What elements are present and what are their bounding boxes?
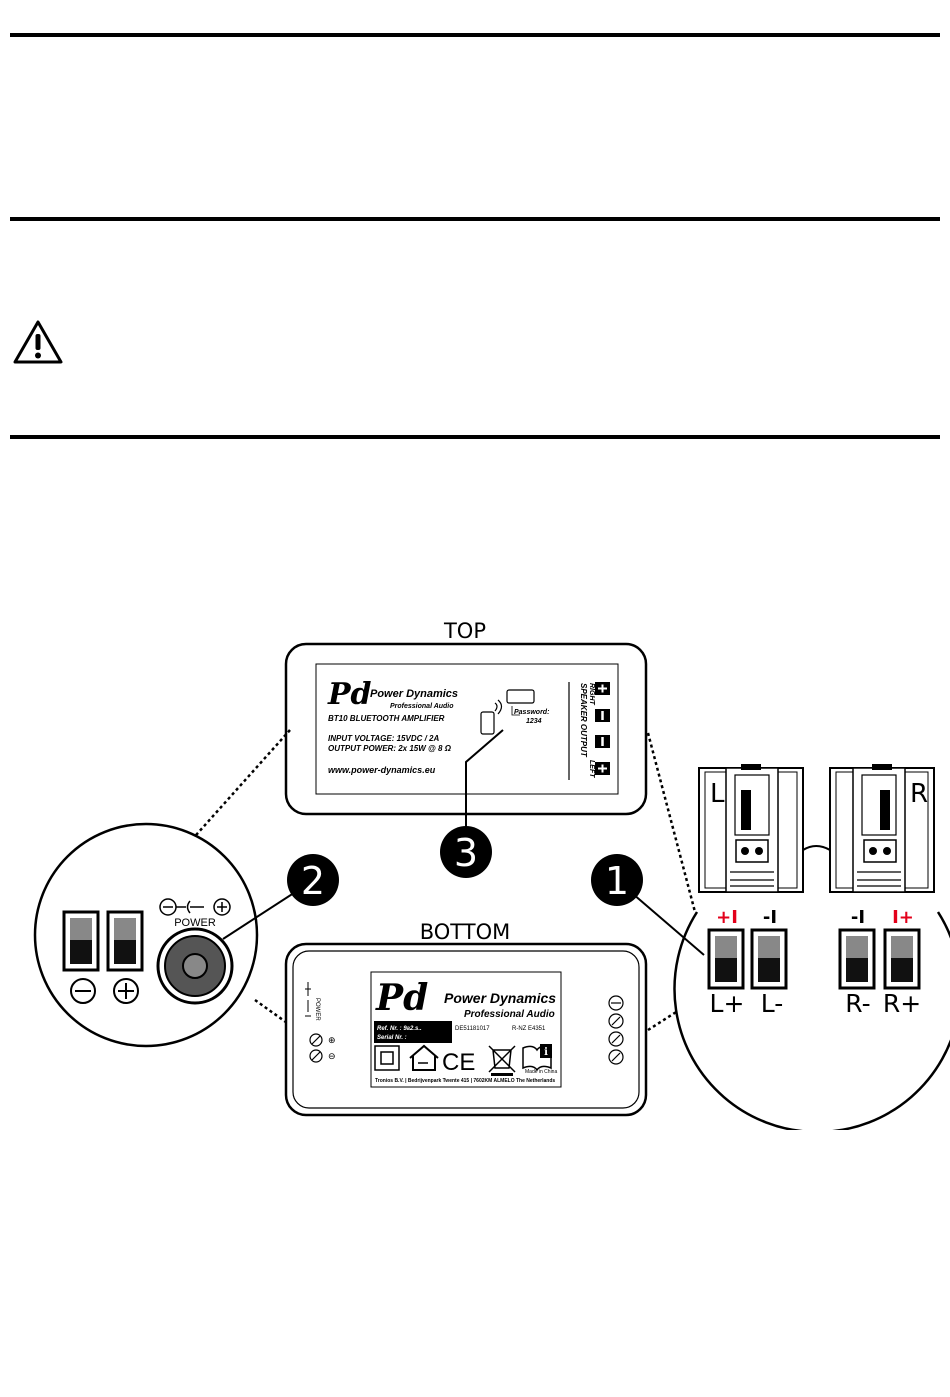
password-label: Password:	[514, 709, 549, 716]
callout-3	[440, 826, 492, 878]
terminal-l-minus	[750, 928, 788, 990]
top-plus-icon	[595, 682, 610, 695]
terminal-l-plus	[707, 928, 745, 990]
left-label: LEFT	[588, 760, 595, 778]
wiring-diagram: TOP Pd Power Dynamics Professional Audio…	[33, 619, 950, 1130]
button-icon	[506, 689, 535, 704]
address-label: Tronios B.V. | Bedrijvenpark Twente 415 …	[375, 1078, 555, 1084]
top-input-voltage: INPUT VOLTAGE: 15VDC / 2A	[328, 734, 439, 743]
screw-icon	[608, 1031, 624, 1047]
screw-icon	[608, 1013, 624, 1029]
r-plus-top-label: I+	[892, 907, 914, 928]
top-minus-icon	[595, 735, 610, 748]
rinz-label: R-NZ E4351	[512, 1026, 546, 1032]
bottom-brand: Power Dynamics	[444, 990, 556, 1006]
callout-1-label: 1	[605, 859, 629, 903]
svg-text:i: i	[544, 1047, 548, 1058]
top-output-power: OUTPUT POWER: 2x 15W @ 8 Ω	[328, 744, 452, 753]
right-label: RIGHT	[588, 683, 595, 706]
power-label: POWER	[174, 917, 216, 929]
cert-number: DE51181017	[455, 1026, 490, 1032]
serial-label: Serial Nr. :	[377, 1035, 407, 1041]
callout-1	[591, 854, 643, 906]
screw-icon	[309, 1049, 323, 1063]
l-plus-label: L+	[710, 989, 745, 1018]
top-brand: Power Dynamics	[370, 688, 458, 700]
terminal-r-plus	[883, 928, 921, 990]
password-value: 1234	[526, 718, 542, 725]
top-logo-icon: Pd	[327, 677, 372, 712]
bottom-polarity-icon	[305, 982, 311, 1017]
bottom-label: BOTTOM	[420, 920, 511, 944]
polarity-icon	[159, 898, 231, 916]
callout-2-label: 2	[301, 859, 325, 903]
phone-icon	[480, 711, 495, 735]
ce-mark: CE	[442, 1049, 475, 1076]
signal-icon	[494, 699, 503, 715]
speaker-cable	[802, 845, 831, 851]
right-speaker-icon	[829, 764, 935, 893]
callout-2	[287, 854, 339, 906]
made-in-label: Made in China	[525, 1069, 557, 1075]
svg-text:⊕: ⊕	[328, 1036, 336, 1046]
top-website: www.power-dynamics.eu	[328, 765, 436, 775]
top-brand-sub: Professional Audio	[390, 703, 454, 710]
svg-text:⊖: ⊖	[328, 1052, 336, 1062]
l-minus-top-label: -I	[763, 907, 777, 928]
plus-icon	[113, 978, 139, 1004]
section-rule-bottom	[10, 435, 940, 439]
bottom-brand-sub: Professional Audio	[464, 1009, 555, 1020]
double-insulation-icon	[374, 1045, 400, 1071]
screw-icon	[608, 995, 624, 1011]
manual-icon: i	[522, 1044, 552, 1072]
r-minus-top-label: -I	[851, 907, 865, 928]
left-speaker-label: L	[710, 779, 725, 809]
right-speaker-label: R	[910, 779, 928, 809]
section-rule-top	[10, 33, 940, 37]
r-minus-label: R-	[845, 989, 870, 1018]
terminal-r-minus	[838, 928, 876, 990]
screw-icon	[309, 1033, 323, 1047]
bottom-power-text: POWER	[314, 998, 320, 1021]
ref-label: Ref. Nr. : 9a2.s..	[377, 1026, 422, 1032]
left-speaker-icon	[698, 764, 804, 893]
screw-icon	[608, 1049, 624, 1065]
minus-icon	[70, 978, 96, 1004]
weee-bin-icon	[488, 1045, 516, 1076]
top-model: BT10 BLUETOOTH AMPLIFIER	[328, 714, 445, 723]
speaker-output-label: SPEAKER OUTPUT	[579, 683, 588, 758]
callout-3-label: 3	[454, 831, 478, 875]
dc-jack-icon	[156, 927, 234, 1005]
bottom-logo-icon: Pd	[375, 977, 428, 1019]
indoor-use-icon	[409, 1044, 439, 1071]
top-label: TOP	[443, 619, 486, 643]
l-minus-label: L-	[761, 989, 784, 1018]
section-rule-middle	[10, 217, 940, 221]
r-plus-label: R+	[883, 989, 921, 1018]
warning-triangle-icon	[13, 320, 63, 364]
top-minus-icon	[595, 709, 610, 722]
l-plus-top-label: +I	[716, 907, 738, 928]
top-plus-icon	[595, 762, 610, 775]
